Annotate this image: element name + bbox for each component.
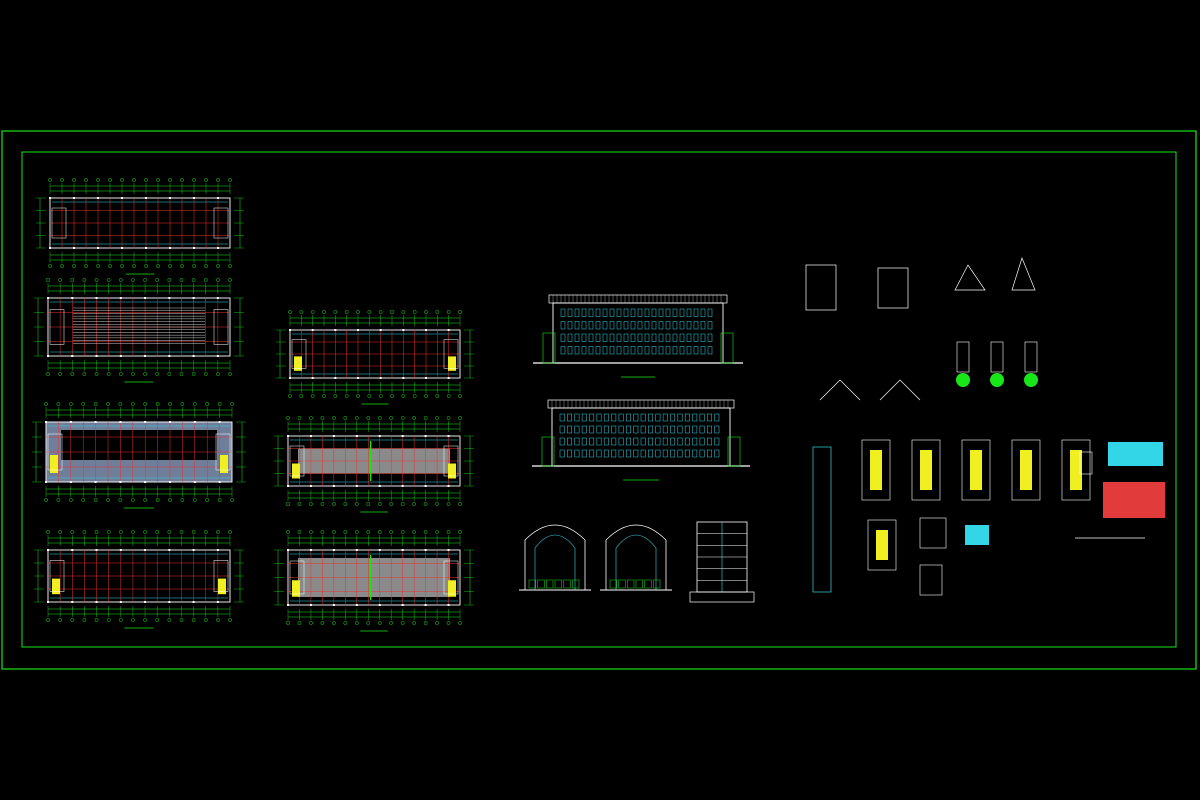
details-group-bottom [812,439,1165,596]
floor-plan-3 [32,402,246,509]
front-elevation [533,294,743,378]
section-a [519,524,591,591]
inner-frame [21,151,1177,648]
section-b [600,524,672,591]
floor-plan-4 [34,530,244,629]
details-group-top [805,256,1038,401]
floor-plan-2 [34,278,244,383]
section-c [689,521,755,603]
floor-plan-1 [36,178,244,275]
floor-plan-5 [276,310,474,405]
rear-elevation [532,399,750,481]
floor-plan-7 [274,530,474,632]
outer-frame [1,130,1197,670]
floor-plan-6 [274,416,474,513]
